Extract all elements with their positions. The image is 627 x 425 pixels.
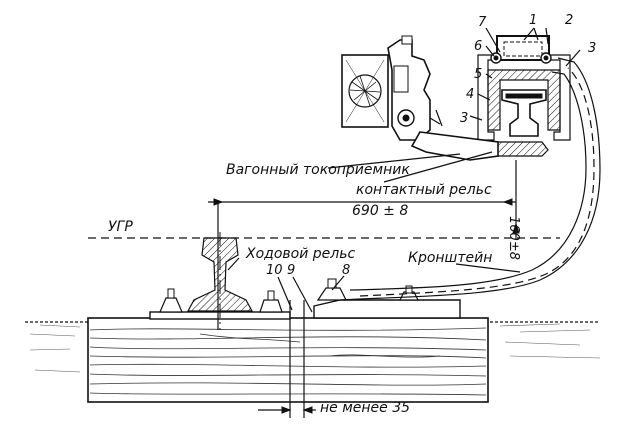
dimension-690 [208,160,517,330]
dimension-690-label: 690 ± 8 [352,203,408,219]
running-rail-label: Ходовой рельс [245,246,355,262]
leader-lines [227,27,581,313]
callout-7: 7 [478,15,487,30]
current-collector [341,35,499,161]
callout-4: 4 [466,87,474,102]
collector-label: Вагонный токоприемник [226,162,410,178]
dimension-160-label: 160±8 [506,216,521,260]
bracket-label: Кронштейн [408,250,492,266]
callout-3-lower: 3 [460,111,468,126]
callout-1: 1 [529,13,537,28]
bracket [313,57,601,319]
contact-rail-assembly [477,35,571,157]
min-distance-label: не менее 35 [320,400,410,416]
callout-6: 6 [474,39,482,54]
callout-8: 8 [342,263,350,278]
callout-2: 2 [565,13,573,28]
dimension-160 [512,222,520,234]
dimension-min-35 [258,300,316,418]
callout-10: 10 [266,263,283,278]
callout-9: 9 [287,263,295,278]
wooden-sleeper [87,317,489,403]
ugr-label: УГР [108,219,133,235]
callout-5: 5 [474,67,482,82]
contact-rail-label: контактный рельс [356,182,492,198]
callout-3-upper: 3 [588,41,596,56]
